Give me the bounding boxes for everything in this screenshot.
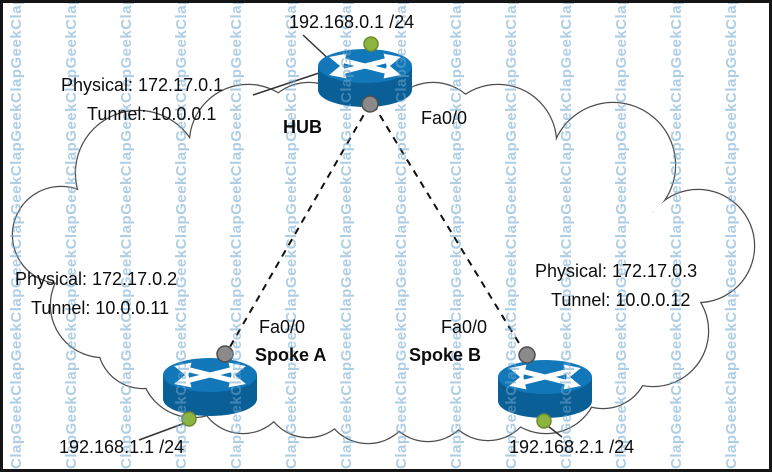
- hub-interface-label: Fa0/0: [421, 108, 468, 128]
- spoke-a-fa00-port-dot: [216, 345, 234, 363]
- connector-hub-address-label: [252, 72, 320, 96]
- spoke-a-name-label: Spoke A: [255, 345, 327, 365]
- connector-spoke-a-lan-label: [138, 422, 186, 441]
- hub-tunnel-address-label: Tunnel: 10.0.0.1: [87, 104, 217, 124]
- spoke-a-lan-address-label: 192.168.1.1 /24: [59, 437, 185, 457]
- tunnel-link-hub-spoke-a: [226, 103, 371, 353]
- spoke-b-lan-port-dot: [536, 413, 552, 429]
- hub-physical-address-label: Physical: 172.17.0.1: [61, 75, 224, 95]
- hub-name-label: HUB: [283, 117, 322, 137]
- label-layer: 192.168.0.1 /24 Physical: 172.17.0.1 Tun…: [3, 3, 769, 469]
- spoke-a-tunnel-address-label: Tunnel: 10.0.0.11: [31, 298, 170, 318]
- spoke-b-interface-label: Fa0/0: [441, 317, 488, 337]
- spoke-a-lan-port-dot: [181, 411, 197, 427]
- hub-lan-port-dot: [363, 36, 379, 52]
- spoke-b-tunnel-address-label: Tunnel: 10.0.0.12: [551, 290, 691, 310]
- hub-lan-address-label: 192.168.0.1 /24: [289, 12, 415, 32]
- spoke-a-physical-address-label: Physical: 172.17.0.2: [15, 269, 178, 289]
- wan-cloud: [11, 71, 756, 445]
- tunnel-link-hub-spoke-b: [372, 103, 526, 354]
- spoke-b-name-label: Spoke B: [409, 345, 482, 365]
- spoke-b-lan-address-label: 192.168.2.1 /24: [509, 437, 635, 457]
- topology-canvas: [11, 34, 756, 445]
- spoke-b-physical-address-label: Physical: 172.17.0.3: [535, 261, 698, 281]
- hub-fa00-port-dot: [361, 95, 379, 113]
- spoke-b-fa00-port-dot: [518, 346, 536, 364]
- spoke-a-interface-label: Fa0/0: [259, 317, 306, 337]
